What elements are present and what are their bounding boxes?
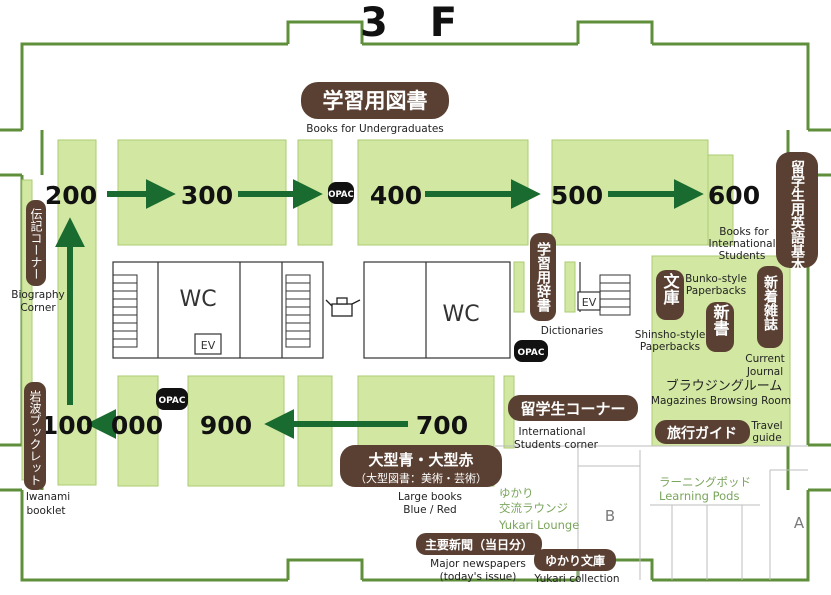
- svg-text:学習用図書: 学習用図書: [323, 89, 428, 113]
- caption-yukari: Yukari collection: [533, 573, 619, 585]
- caption-bunko-2: Paperbacks: [686, 285, 746, 297]
- section-600: 600: [708, 181, 760, 210]
- wc-right-label: WC: [442, 302, 479, 327]
- caption-large-1: Large books: [398, 491, 462, 503]
- label-dictionaries: 学習用辞書: [530, 233, 556, 321]
- caption-undergrad: Books for Undergraduates: [306, 123, 444, 135]
- section-300: 300: [181, 181, 233, 210]
- svg-text:（大型図書：美術・芸術）: （大型図書：美術・芸術）: [355, 471, 487, 485]
- label-journal: 新着雑誌: [757, 266, 783, 348]
- svg-text:OPAC: OPAC: [328, 190, 354, 200]
- caption-intl-books-1: Books for: [719, 226, 769, 238]
- svg-text:文庫: 文庫: [661, 272, 680, 306]
- caption-pods-ja: ラーニングポッド: [659, 475, 751, 489]
- caption-biography-1: Biography: [11, 289, 65, 301]
- caption-iwanami-2: booklet: [26, 505, 65, 517]
- label-biography: 伝記コーナー: [26, 200, 46, 286]
- core-rooms: [112, 261, 601, 359]
- svg-text:OPAC: OPAC: [518, 348, 545, 358]
- caption-shinsho-1: Shinsho-style: [635, 329, 706, 341]
- caption-lounge-en: Yukari Lounge: [498, 518, 579, 532]
- caption-travel-1: Travel: [750, 420, 782, 432]
- label-bunko: 文庫: [656, 270, 684, 320]
- caption-browsing-en: Magazines Browsing Room: [651, 395, 791, 407]
- opac-terminal-middle[interactable]: OPAC: [514, 340, 548, 362]
- caption-biography-2: Corner: [20, 302, 56, 314]
- label-intl-books: 留学生用英語基本図書: [776, 152, 818, 301]
- svg-text:大型青・大型赤: 大型青・大型赤: [368, 451, 473, 469]
- caption-news-1: Major newspapers: [430, 558, 526, 570]
- caption-lounge-ja-2: 交流ラウンジ: [499, 501, 568, 515]
- caption-browsing-ja: ブラウジングルーム: [666, 378, 783, 394]
- opac-terminal-left[interactable]: OPAC: [156, 388, 188, 410]
- label-large-books: 大型青・大型赤 （大型図書：美術・芸術）: [340, 445, 502, 487]
- caption-shinsho-2: Paperbacks: [640, 341, 700, 353]
- label-newspapers: 主要新聞（当日分）: [416, 533, 542, 555]
- copier-icon: [325, 297, 361, 317]
- ev-left-label: EV: [201, 339, 216, 352]
- section-200: 200: [45, 181, 97, 210]
- caption-dictionaries: Dictionaries: [541, 325, 604, 337]
- section-700: 700: [416, 411, 468, 440]
- svg-text:ゆかり文庫: ゆかり文庫: [545, 553, 605, 568]
- svg-text:岩波ブックレット: 岩波ブックレット: [28, 389, 42, 486]
- label-iwanami: 岩波ブックレット: [24, 382, 46, 490]
- section-000: 000: [111, 411, 163, 440]
- caption-pods-en: Learning Pods: [659, 489, 739, 503]
- label-intl-corner: 留学生コーナー: [508, 395, 638, 421]
- label-undergrad: 学習用図書: [301, 82, 449, 119]
- label-travel: 旅行ガイド: [655, 420, 750, 444]
- wc-left-label: WC: [179, 287, 216, 312]
- caption-journal-1: Current: [745, 353, 784, 365]
- ev-right-label: EV: [582, 296, 597, 309]
- label-yukari-collection: ゆかり文庫: [534, 549, 616, 571]
- stairs-icon: [112, 274, 631, 348]
- caption-bunko-1: Bunko-style: [685, 273, 747, 285]
- section-500: 500: [551, 181, 603, 210]
- caption-intl-books-3: Students: [719, 250, 766, 262]
- opac-terminal-top[interactable]: OPAC: [328, 182, 354, 204]
- svg-text:主要新聞（当日分）: 主要新聞（当日分）: [425, 537, 533, 552]
- caption-lounge-ja-1: ゆかり: [499, 486, 534, 500]
- svg-text:OPAC: OPAC: [159, 396, 186, 406]
- section-100: 100: [41, 411, 93, 440]
- svg-text:留学生用英語基本図書: 留学生用英語基本図書: [789, 159, 806, 301]
- caption-intl-books-2: International: [708, 238, 775, 250]
- route-arrows: [55, 179, 704, 439]
- caption-journal-2: Journal: [746, 366, 783, 378]
- svg-text:新書: 新書: [711, 303, 730, 337]
- caption-intl-corner-2: Students corner: [514, 439, 599, 451]
- caption-iwanami-1: Iwanami: [26, 491, 70, 503]
- label-shinsho: 新書: [706, 302, 734, 352]
- lounge-partitions: [495, 445, 808, 580]
- svg-text:伝記コーナー: 伝記コーナー: [29, 208, 43, 280]
- room-a-label: A: [794, 514, 805, 532]
- caption-news-2: (today's issue): [440, 571, 517, 583]
- caption-large-2: Blue / Red: [403, 504, 456, 516]
- section-400: 400: [370, 181, 422, 210]
- svg-text:学習用辞書: 学習用辞書: [535, 241, 551, 313]
- svg-text:旅行ガイド: 旅行ガイド: [667, 425, 737, 442]
- caption-travel-2: guide: [752, 432, 781, 444]
- section-900: 900: [200, 411, 252, 440]
- svg-text:留学生コーナー: 留学生コーナー: [520, 400, 625, 418]
- room-b-label: B: [605, 507, 615, 525]
- caption-intl-corner-1: International: [518, 426, 585, 438]
- svg-text:新着雑誌: 新着雑誌: [762, 274, 779, 331]
